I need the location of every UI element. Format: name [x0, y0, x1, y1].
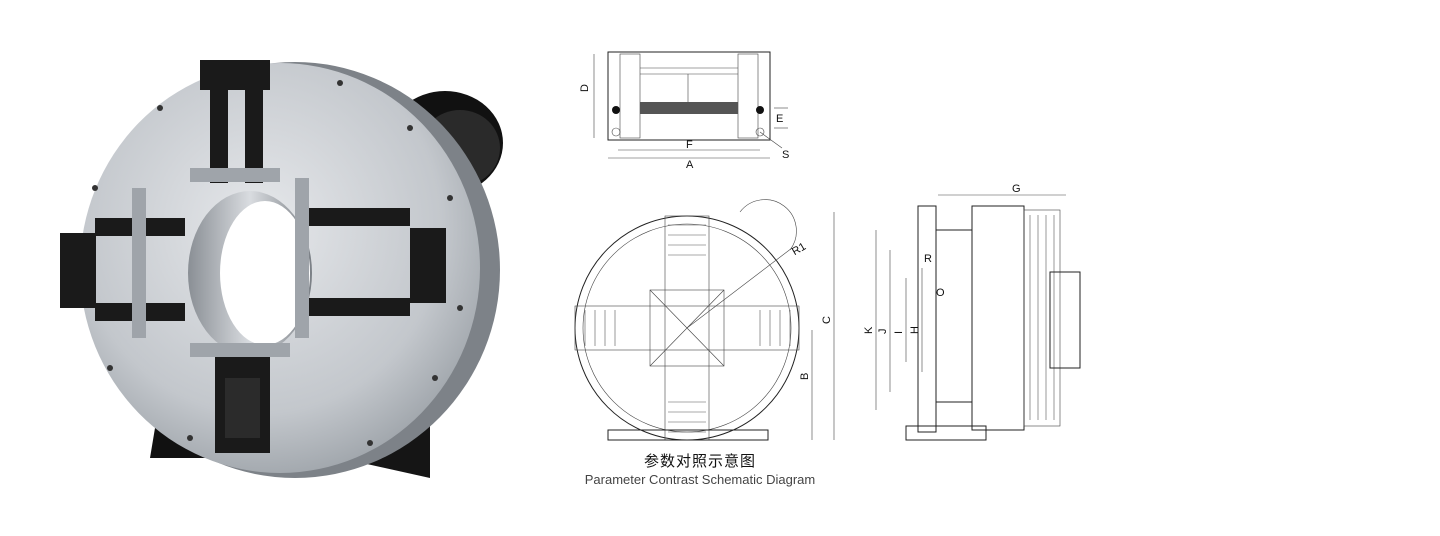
dim-label-b: B: [799, 373, 811, 380]
caption-english: Parameter Contrast Schematic Diagram: [584, 472, 816, 487]
side-view-top: D F A E S: [579, 51, 789, 171]
jaw-left: [60, 188, 185, 338]
dim-label-a: A: [686, 159, 694, 171]
dim-label-i: I: [893, 331, 905, 334]
dim-label-j: J: [877, 329, 889, 335]
dim-label-s: S: [782, 149, 789, 161]
dim-label-o: O: [936, 287, 945, 299]
schematic-drawing: D F A E S: [574, 51, 1081, 441]
dim-label-k: K: [863, 326, 875, 334]
jaw-bottom: [190, 343, 290, 453]
dim-label-e: E: [776, 113, 783, 125]
front-view: C B R1: [574, 199, 835, 441]
dim-label-d: D: [579, 84, 591, 92]
jaw-right: [295, 178, 446, 338]
dim-label-f: F: [686, 139, 693, 151]
jaw-top: [190, 60, 280, 183]
dim-label-h: H: [909, 326, 921, 334]
side-section-view: G K J I H R O: [863, 183, 1081, 441]
dim-label-r: R: [924, 253, 932, 265]
rim-bolts: [92, 80, 463, 446]
chuck-product-photo: [60, 60, 503, 478]
dim-label-g: G: [1012, 183, 1021, 195]
dim-label-c: C: [821, 316, 833, 324]
dim-label-r1: R1: [790, 241, 808, 258]
caption-chinese: 参数对照示意图: [643, 452, 756, 470]
